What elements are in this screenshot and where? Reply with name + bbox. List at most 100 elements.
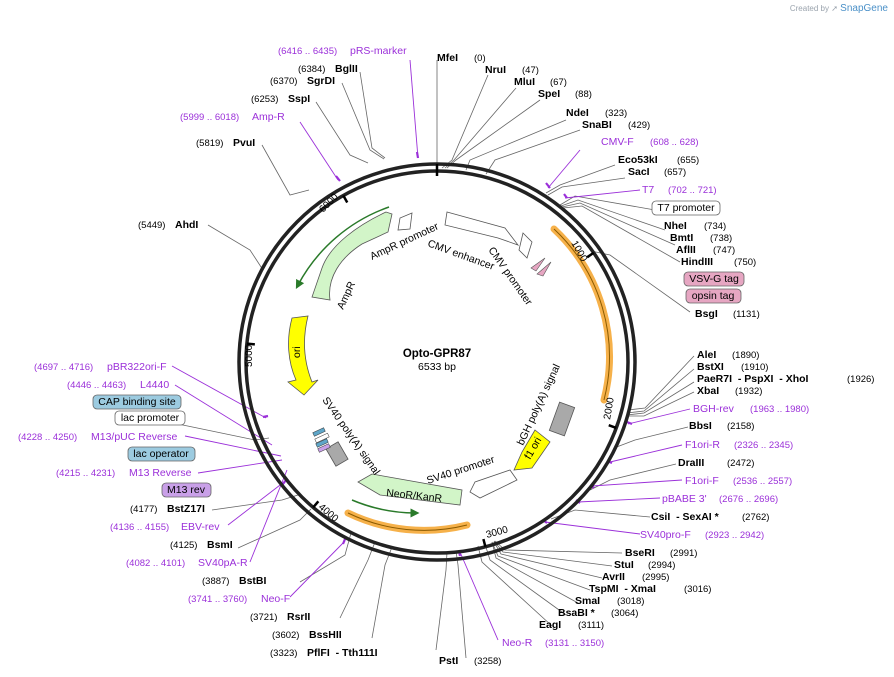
site-aflii-name: AflII (676, 244, 696, 256)
ruler-tick-4000 (312, 500, 320, 509)
primer-prs-marker-name: pRS-marker (350, 45, 407, 57)
primer-m13-reverse-range: (4215 .. 4231) (56, 468, 115, 479)
site-bsshii-pos: (3602) (272, 630, 299, 641)
primer-sv40pro-f-range: (2923 .. 2942) (705, 530, 764, 541)
ruler-label-6000: 6000 (317, 191, 341, 215)
f1-ori-feature (513, 429, 551, 471)
site-hindiii-name: HindIII (681, 256, 713, 268)
primer-neo-r-range: (3131 .. 3150) (545, 638, 604, 649)
site-ndei-name: NdeI (566, 107, 589, 119)
label-neor-kanr: NeoR/KanR (386, 487, 443, 505)
primer-f1ori-r-range: (2326 .. 2345) (734, 440, 793, 451)
site-aflii-pos: (747) (713, 245, 735, 256)
site-rsrii-name: RsrII (287, 611, 310, 623)
ruler-ticks (246, 194, 617, 548)
primer-m13puc-reverse-range: (4228 .. 4250) (18, 432, 77, 443)
site-draiii-name: DraIII (678, 457, 704, 469)
site-bbsi-name: BbsI (689, 420, 712, 432)
ampr-promoter-feature (397, 212, 413, 231)
site-psti-name: PstI (439, 655, 458, 667)
ruler-tick-5000 (246, 342, 255, 346)
restriction-sites-left: (3323) PflFI - Tth111I (3602) BssHII (37… (130, 63, 378, 659)
primer-f1ori-f-range: (2536 .. 2557) (733, 476, 792, 487)
site-bseri-name: BseRI (625, 547, 655, 559)
site-snabi-pos: (429) (628, 120, 650, 131)
primer-neo-r-name: Neo-R (502, 637, 533, 649)
site-mfei-pos: (0) (474, 53, 486, 64)
site-alei-name: AleI (697, 349, 716, 361)
primer-l4440-name: L4440 (140, 379, 169, 391)
primer-sv40pa-r-name: SV40pA-R (198, 557, 248, 569)
site-mlui-pos: (67) (550, 77, 567, 88)
site-ahdi-pos: (5449) (138, 220, 165, 231)
primer-t7-name: T7 (642, 184, 654, 196)
site-pflfi-pos: (3323) (270, 648, 297, 659)
primer-amp-r-range: (5999 .. 6018) (180, 112, 239, 123)
primer-prs-marker-range: (6416 .. 6435) (278, 46, 337, 57)
ampr-feature (311, 211, 393, 301)
primer-f1ori-r-name: F1ori-R (685, 439, 720, 451)
site-tspmi-pos: (3016) (684, 584, 711, 595)
primer-sv40pro-f-name: SV40pro-F (640, 529, 691, 541)
site-bstz17i-name: BstZ17I (167, 503, 205, 515)
vsvg-tag-feature (530, 257, 546, 272)
site-paer7i-pos: (1926) (847, 374, 874, 385)
features (287, 206, 613, 534)
box-lac-promoter: lac promoter (121, 412, 180, 424)
neor-kanr-feature (357, 473, 463, 506)
box-vsvg-tag: VSV-G tag (689, 273, 739, 285)
site-bsmi-name: BsmI (207, 539, 233, 551)
site-csii-name: CsiI - SexAI * (651, 511, 720, 523)
m13-rev-feature (317, 443, 331, 453)
bgh-polya-feature (548, 401, 576, 437)
site-stui-pos: (2994) (648, 560, 675, 571)
primer-m13-reverse-name: M13 Reverse (129, 467, 192, 479)
site-xbai-name: XbaI (697, 385, 719, 397)
ruler-label-2000: 2000 (602, 396, 617, 420)
site-nhei-name: NheI (664, 220, 687, 232)
site-alei-pos: (1890) (732, 350, 759, 361)
boxed-feature-labels: T7 promoter VSV-G tag opsin tag CAP bind… (92, 200, 745, 498)
primer-cmv-f-range: (608 .. 628) (650, 137, 699, 148)
site-sspi-name: SspI (288, 93, 310, 105)
ruler-tick-3000 (482, 538, 487, 548)
site-snabi-name: SnaBI (582, 119, 612, 131)
box-cap-binding-site: CAP binding site (98, 396, 176, 408)
site-sgrdi-pos: (6370) (270, 76, 297, 87)
site-bstxi-name: BstXI (697, 361, 724, 373)
site-psti-pos: (3258) (474, 656, 501, 667)
box-m13-rev: M13 rev (167, 484, 206, 496)
site-mfei-name: MfeI (437, 52, 458, 64)
site-spei-name: SpeI (538, 88, 560, 100)
restriction-sites: MfeI (0) NruI (47) MluI (67) SpeI (88) N… (437, 52, 874, 667)
lac-promoter-feature (314, 432, 330, 444)
site-bsgi-pos: (1131) (733, 309, 760, 320)
box-opsin-tag: opsin tag (692, 290, 735, 302)
site-sgrdi-name: SgrDI (307, 75, 335, 87)
site-bstbi-pos: (3887) (202, 576, 229, 587)
cmv-promoter-feature (518, 232, 533, 259)
site-bsmi-pos: (4125) (170, 540, 197, 551)
plasmid-size: 6533 bp (418, 361, 456, 373)
watermark-prefix: Created by (789, 4, 829, 13)
site-bsabi-pos: (3064) (611, 608, 638, 619)
site-smai-pos: (3018) (617, 596, 644, 607)
site-saci-name: SacI (628, 166, 650, 178)
site-nrui-pos: (47) (522, 65, 539, 76)
ruler-tick-1000 (586, 251, 595, 259)
site-bbsi-pos: (2158) (727, 421, 754, 432)
ruler-tick-2000 (608, 424, 617, 430)
site-eagi-name: EagI (539, 619, 561, 631)
primers: (6416 .. 6435) pRS-marker (5999 .. 6018)… (180, 45, 809, 649)
site-bmti-name: BmtI (670, 232, 693, 244)
site-eco53ki-name: Eco53kI (618, 154, 658, 166)
label-ori: ori (291, 346, 303, 358)
site-bmti-pos: (738) (710, 233, 732, 244)
site-avrii-pos: (2995) (642, 572, 669, 583)
site-mlui-name: MluI (514, 76, 535, 88)
lac-operator-feature (315, 438, 329, 448)
box-t7-promoter: T7 promoter (657, 202, 715, 214)
site-bstbi-name: BstBI (239, 575, 267, 587)
box-lac-operator: lac operator (133, 448, 189, 460)
